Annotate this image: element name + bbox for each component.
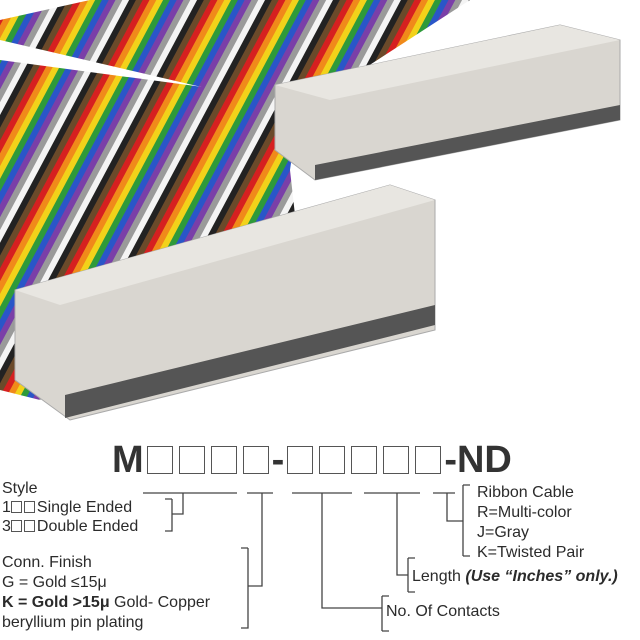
code-box: [146, 446, 173, 474]
contacts-label: No. Of Contacts: [386, 603, 500, 620]
code-box: [415, 446, 442, 474]
ribbon-cable-photo: [0, 0, 621, 421]
upper-ribbon: [0, 0, 470, 110]
length-text: Length: [412, 568, 466, 585]
style-double: 3 Double Ended: [2, 517, 138, 536]
ribbon-j: J=Gray: [477, 524, 530, 541]
part-suffix: -ND: [444, 438, 512, 481]
length-label: Length (Use “Inches” only.): [412, 567, 618, 586]
length-note: (Use “Inches” only.): [465, 568, 618, 585]
part-prefix: M: [112, 438, 144, 481]
code-box: [178, 446, 205, 474]
ribbon-r: R=Multi-color: [477, 504, 572, 521]
code-box: [210, 446, 237, 474]
style-title: Style: [2, 480, 38, 497]
code-box: [242, 446, 269, 474]
code-box: [383, 446, 410, 474]
upper-connector: [274, 24, 621, 181]
part-dash: -: [271, 438, 285, 481]
code-box: [319, 446, 346, 474]
ribbon-k: K=Twisted Pair: [477, 544, 585, 561]
style-label: Single Ended: [36, 499, 133, 516]
finish-k-code: K = Gold >15μ: [2, 594, 110, 611]
lower-connector: [14, 184, 436, 421]
finish-title: Conn. Finish: [2, 554, 92, 571]
code-box: [287, 446, 314, 474]
finish-k-desc: Gold- Copper: [109, 594, 211, 611]
finish-k-line2: beryllium pin plating: [2, 614, 144, 631]
code-box: [351, 446, 378, 474]
finish-k: K = Gold >15μ Gold- Copper: [2, 593, 210, 612]
style-code: 3: [2, 518, 11, 535]
finish-g: G = Gold ≤15μ: [2, 574, 107, 591]
part-number-template: M - -ND: [112, 436, 512, 484]
style-code: 1: [2, 499, 11, 516]
style-label: Double Ended: [36, 518, 139, 535]
ribbon-title: Ribbon Cable: [477, 484, 574, 501]
style-single: 1 Single Ended: [2, 498, 132, 517]
